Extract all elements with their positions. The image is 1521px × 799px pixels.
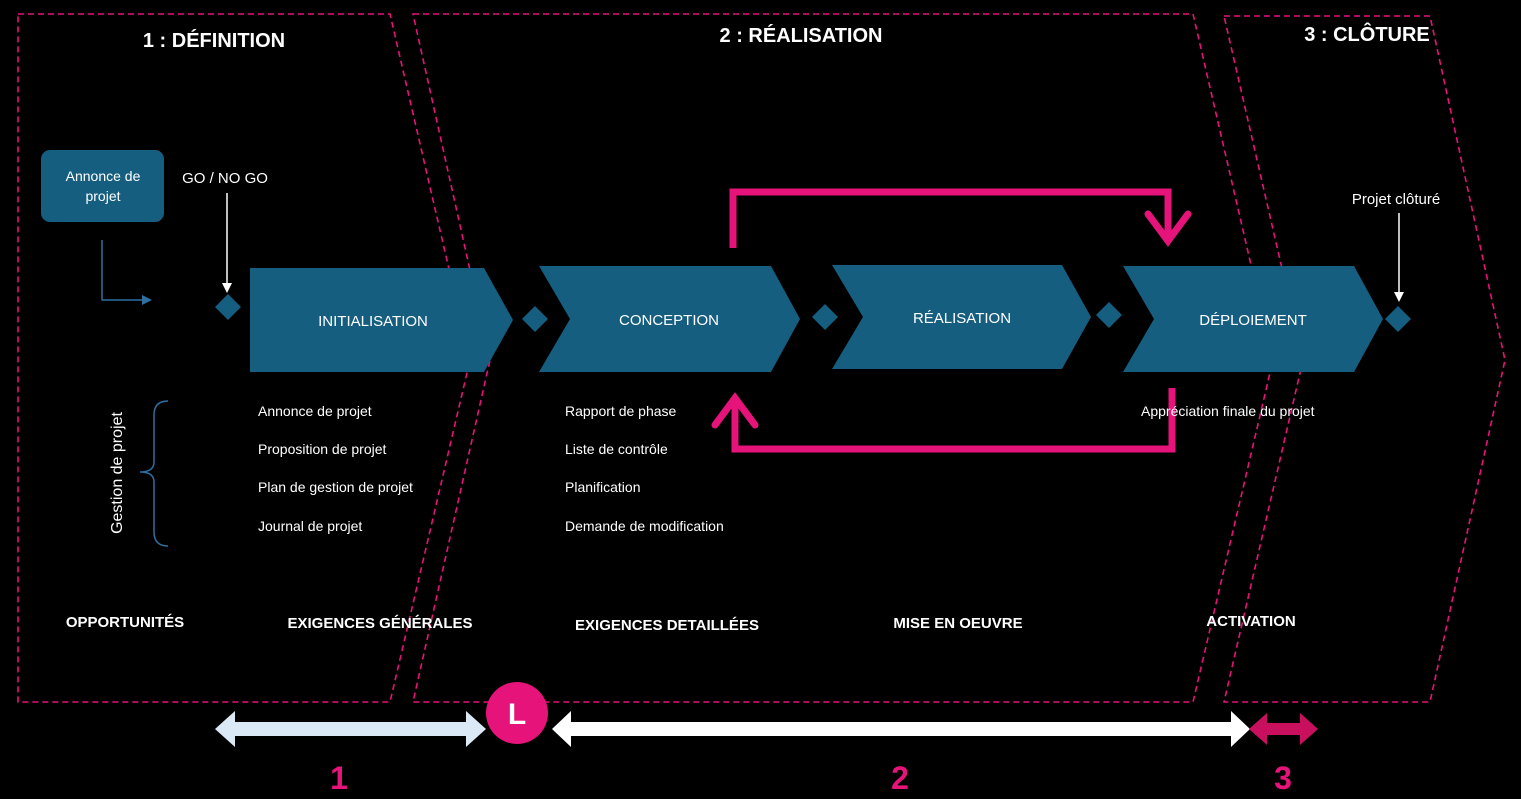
milestone-diamond bbox=[522, 306, 548, 332]
deliverable-item: Journal de projet bbox=[258, 518, 362, 534]
announce-connector-arrow bbox=[101, 240, 152, 305]
step-initialisation-label: INITIALISATION bbox=[318, 313, 428, 330]
stage-exigences-detaillees: EXIGENCES DETAILLÉES bbox=[575, 617, 759, 634]
deliverable-item: Demande de modification bbox=[565, 518, 724, 534]
timeline-arrow-3 bbox=[1249, 713, 1318, 745]
milestone-diamond bbox=[1096, 302, 1122, 328]
feedback-loop-backward bbox=[711, 388, 1176, 453]
deliverables-initialisation: Annonce de projet Proposition de projet … bbox=[258, 403, 413, 534]
step-conception-label: CONCEPTION bbox=[619, 312, 719, 329]
feedback-loop-forward bbox=[729, 188, 1192, 248]
step-realisation-label: RÉALISATION bbox=[913, 310, 1011, 327]
side-label-gestion: Gestion de projet bbox=[109, 412, 126, 534]
deliverables-conception: Rapport de phase Liste de contrôle Plani… bbox=[565, 403, 724, 534]
process-steps bbox=[250, 265, 1383, 372]
phase-title-realisation: 2 : RÉALISATION bbox=[720, 24, 883, 47]
milestone-l-label: L bbox=[508, 698, 526, 731]
project-closed-label: Projet clôturé bbox=[1352, 191, 1440, 208]
step-conception-chevron bbox=[539, 266, 800, 372]
stage-mise-en-oeuvre: MISE EN OEUVRE bbox=[893, 615, 1022, 632]
deliverable-item: Rapport de phase bbox=[565, 403, 677, 419]
step-deploiement-label: DÉPLOIEMENT bbox=[1199, 312, 1307, 329]
step-initialisation-chevron bbox=[250, 268, 513, 372]
phase-2-boundary bbox=[411, 13, 1274, 703]
phase-1-boundary bbox=[17, 13, 471, 703]
timeline-arrow-2 bbox=[552, 711, 1250, 747]
deliverable-item: Annonce de projet bbox=[258, 403, 372, 419]
bracket-icon bbox=[139, 400, 169, 547]
phase-title-cloture: 3 : CLÔTURE bbox=[1304, 22, 1430, 46]
announce-project-box: Annonce de projet bbox=[41, 150, 164, 222]
deliverable-item: Liste de contrôle bbox=[565, 441, 668, 457]
milestone-l-circle bbox=[486, 682, 548, 744]
deliverable-item: Proposition de projet bbox=[258, 441, 387, 457]
timeline-numbers: 1 2 3 bbox=[330, 760, 1292, 796]
timeline-arrow-1 bbox=[215, 711, 486, 747]
timeline-number-3: 3 bbox=[1274, 760, 1292, 796]
deliverables-deploiement: Appréciation finale du projet bbox=[1141, 403, 1315, 419]
stage-exigences-generales: EXIGENCES GÉNÉRALES bbox=[287, 615, 472, 632]
stage-activation: ACTIVATION bbox=[1206, 613, 1295, 630]
milestone-diamond bbox=[1385, 306, 1411, 332]
milestone-diamond bbox=[812, 304, 838, 330]
announce-box-line2: projet bbox=[85, 188, 120, 204]
timeline-number-1: 1 bbox=[330, 760, 348, 796]
milestone-diamond bbox=[215, 294, 241, 320]
go-nogo-label: GO / NO GO bbox=[182, 170, 268, 187]
phase-title-definition: 1 : DÉFINITION bbox=[143, 29, 285, 52]
deliverable-item: Planification bbox=[565, 479, 641, 495]
stage-labels: OPPORTUNITÉS EXIGENCES GÉNÉRALES EXIGENC… bbox=[66, 613, 1296, 634]
stage-opportunites: OPPORTUNITÉS bbox=[66, 614, 184, 631]
deliverable-item: Appréciation finale du projet bbox=[1141, 403, 1315, 419]
step-deploiement-chevron bbox=[1123, 266, 1383, 372]
step-realisation-chevron bbox=[832, 265, 1091, 369]
milestone-diamonds bbox=[215, 294, 1411, 332]
deliverable-item: Plan de gestion de projet bbox=[258, 479, 413, 495]
timeline-number-2: 2 bbox=[891, 760, 909, 796]
announce-box-line1: Annonce de bbox=[66, 168, 141, 184]
